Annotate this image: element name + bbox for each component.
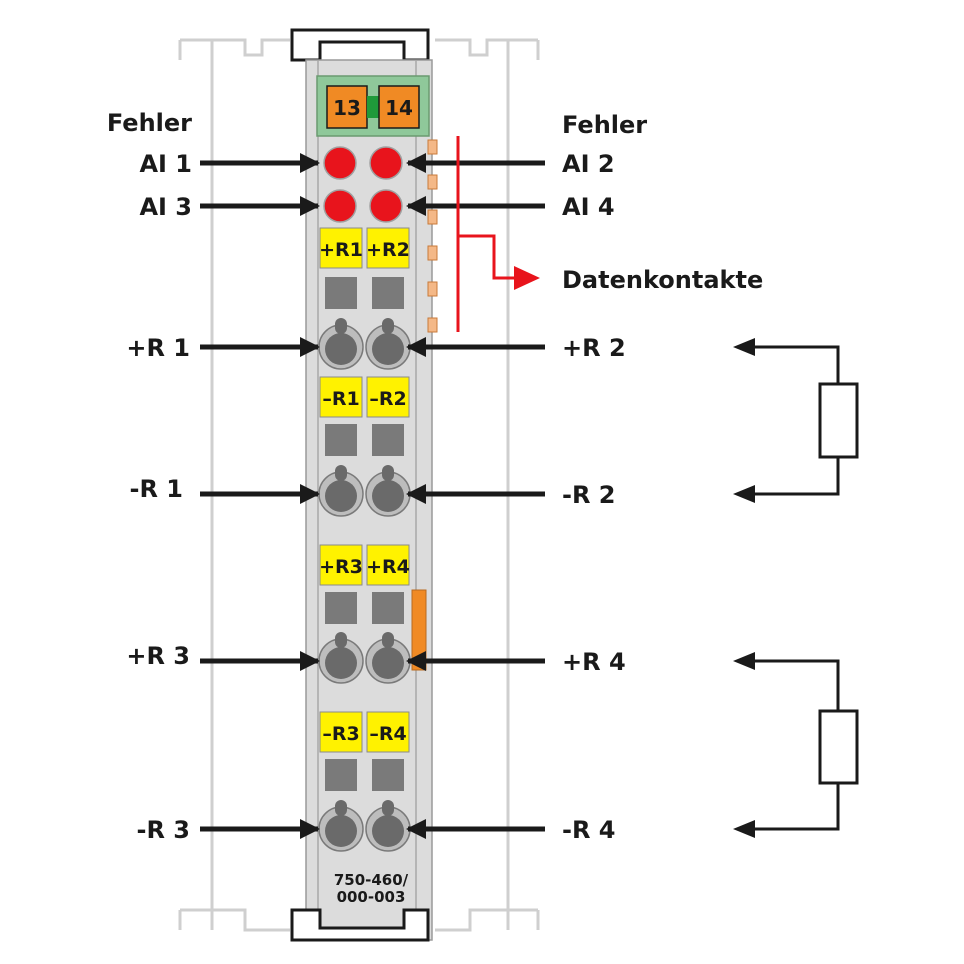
error-leds xyxy=(323,146,403,223)
datenkontakte-arrow xyxy=(456,136,540,332)
terminal-label-minus-r1: –R1 xyxy=(322,388,359,410)
module-housing xyxy=(290,28,433,942)
led-ai1 xyxy=(323,146,357,180)
label-datenkontakte: Datenkontakte xyxy=(562,266,763,294)
label-right-plus-r4: +R 4 xyxy=(562,648,626,676)
label-left-minus-r1: -R 1 xyxy=(130,475,184,503)
label-right-plus-r2: +R 2 xyxy=(562,334,626,362)
led-ai2 xyxy=(369,146,403,180)
terminal-group-1: +R1 +R2 xyxy=(318,227,411,370)
resistor-1 xyxy=(818,382,859,459)
neighbour-module-right xyxy=(435,38,540,932)
label-left-plus-r1: +R 1 xyxy=(126,334,190,362)
connector-14-label: 14 xyxy=(385,96,413,120)
label-fehler-right: Fehler xyxy=(562,111,647,139)
resistor-2-circuit xyxy=(733,652,859,838)
left-arrows xyxy=(200,153,320,839)
resistor-1-circuit xyxy=(733,338,859,503)
top-connector: 13 14 xyxy=(316,75,430,137)
terminal-group-4: –R3 –R4 xyxy=(318,711,411,852)
label-fehler-left: Fehler xyxy=(107,109,192,137)
model-line-1: 750-460/ xyxy=(334,871,409,889)
terminal-label-minus-r2: –R2 xyxy=(369,388,406,410)
terminal-group-2: –R1 –R2 xyxy=(318,376,411,517)
terminal-label-plus-r4: +R4 xyxy=(366,556,410,578)
connector-14 xyxy=(378,85,420,129)
resistor-2 xyxy=(818,709,859,785)
led-ai4 xyxy=(369,189,403,223)
label-ai2: AI 2 xyxy=(562,150,615,178)
label-left-minus-r3: -R 3 xyxy=(137,816,191,844)
model-line-2: 000-003 xyxy=(337,888,406,906)
led-ai3 xyxy=(323,189,357,223)
right-arrows xyxy=(406,153,545,839)
label-ai1: AI 1 xyxy=(139,150,192,178)
connector-13-label: 13 xyxy=(333,96,361,120)
label-left-plus-r3: +R 3 xyxy=(126,642,190,670)
connector-13 xyxy=(326,85,368,129)
data-contacts xyxy=(427,139,438,333)
terminal-label-minus-r4: –R4 xyxy=(369,723,406,745)
terminal-group-3: +R3 +R4 xyxy=(318,544,411,684)
label-right-minus-r4: -R 4 xyxy=(562,816,616,844)
terminal-label-plus-r2: +R2 xyxy=(366,239,410,261)
label-ai3: AI 3 xyxy=(139,193,192,221)
terminal-label-plus-r1: +R1 xyxy=(319,239,363,261)
model-label: 750-460/ 000-003 xyxy=(334,871,409,906)
neighbour-module-left xyxy=(178,38,290,932)
label-ai4: AI 4 xyxy=(562,193,615,221)
terminal-label-plus-r3: +R3 xyxy=(319,556,363,578)
label-right-minus-r2: -R 2 xyxy=(562,481,616,509)
power-jumper xyxy=(411,589,427,671)
terminal-label-minus-r3: –R3 xyxy=(322,723,359,745)
